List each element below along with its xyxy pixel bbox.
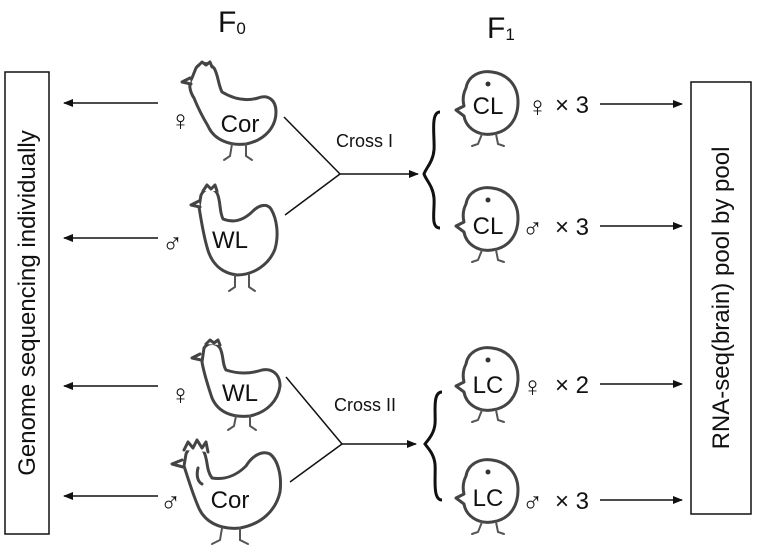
cross-2-brace (423, 390, 443, 502)
parent-4-breed: Cor (211, 487, 250, 514)
offspring-4-breed: LC (473, 485, 504, 512)
rna-seq-label: RNA-seq(brain) pool by pool (708, 147, 735, 450)
parent-1-breed: Cor (221, 111, 260, 138)
parent-3-hen-icon (190, 338, 282, 431)
parent-4-rooster-icon (170, 438, 282, 545)
genome-sequencing-label: Genome sequencing individually (14, 130, 41, 476)
cross-1-line-from-parent-2 (284, 173, 341, 216)
parent-2-breed: WL (212, 227, 248, 254)
offspring-1-chick-icon (454, 70, 520, 147)
parent-3-sex: ♀ (170, 379, 191, 410)
offspring-3-count: × 2 (555, 372, 589, 399)
offspring-4-count: × 3 (555, 488, 589, 515)
offspring-2-count: × 3 (555, 214, 589, 241)
f0-header: F0 (218, 6, 246, 39)
genome-sequencing-box (4, 71, 50, 535)
offspring-1-sex: ♀ (527, 91, 548, 122)
offspring-2-chick-icon (454, 186, 520, 263)
parent-2-sex: ♂ (162, 228, 183, 259)
f1-header: F1 (487, 12, 515, 45)
cross-2-label: Cross II (334, 395, 396, 415)
parent-1-hen-icon (180, 60, 278, 161)
offspring-2-sex: ♂ (522, 213, 543, 244)
cross-2-line-from-parent-4 (289, 443, 343, 483)
offspring-3-breed: LC (473, 372, 504, 399)
cross-1-brace (422, 110, 441, 230)
offspring-1-breed: CL (473, 93, 504, 120)
offspring-2-breed: CL (473, 213, 504, 240)
offspring-4-chick-icon (454, 458, 520, 535)
rna-seq-box (690, 81, 752, 515)
offspring-1-count: × 3 (555, 92, 589, 119)
parent-2-hen-icon (189, 183, 279, 292)
parent-3-breed: WL (222, 380, 258, 407)
cross-1-line-from-parent-1 (283, 116, 341, 175)
offspring-3-chick-icon (454, 346, 520, 423)
parent-1-sex: ♀ (170, 105, 191, 136)
cross-1-label: Cross I (336, 131, 393, 151)
offspring-3-sex: ♀ (522, 371, 543, 402)
parent-4-sex: ♂ (160, 487, 181, 518)
offspring-4-sex: ♂ (522, 487, 543, 518)
cross-2-line-from-parent-3 (285, 376, 343, 445)
